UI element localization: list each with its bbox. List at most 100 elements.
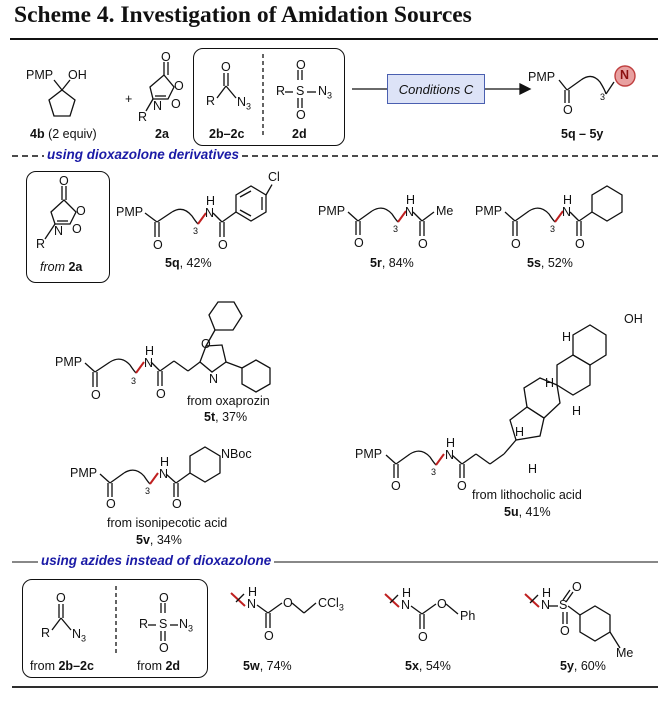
5w-o-carbonyl: O [264,629,274,643]
label-4b-note: (2 equiv) [48,127,97,141]
5r-h: H [406,193,416,207]
az-from-left: from [30,659,55,673]
5y-n: N [541,598,551,612]
5r-id: 5r [370,256,382,270]
box-from-2a: from 2a [40,260,82,274]
5v-pmp: PMP [70,466,98,480]
label-2d: 2d [292,127,307,141]
5s-o-ketone: O [511,237,521,251]
5r-o-amide: O [418,237,428,251]
5q-o-amide: O [218,238,228,252]
azide-box-structures [51,586,178,656]
5x-id: 5x [405,659,419,673]
5u-o-amide: O [457,479,467,493]
atom-pmp-4b: PMP [26,68,54,82]
5q-yield: 42% [186,256,212,270]
atom-o-product: O [563,103,573,117]
5u-h-b: H [545,376,555,390]
az-n3-acyl: N3 [72,627,86,644]
az-o-sulfonyl-top: O [159,591,169,605]
5u-h: H [446,436,456,450]
5v-yield: 34% [156,533,182,547]
n-badge-label: N [620,68,630,82]
5y-yield: 60% [580,659,606,673]
5u-caption: 5u, 41% [504,505,551,519]
5u-id: 5u [504,505,519,519]
az-n3-acyl-sub: 3 [81,633,87,644]
5t-o-amide: O [156,387,166,401]
5t-n-oxazole: N [209,372,219,386]
product-5r-structure [347,207,435,236]
box-from-compound: 2a [68,260,83,274]
5r-me: Me [436,204,454,218]
5u-o-ketone: O [391,479,401,493]
5y-me: Me [616,646,634,660]
5x-h: H [402,586,412,600]
product-5q-structure [144,184,273,237]
az-n3-sulfonyl: N3 [179,617,193,634]
acyl-azide-structure [216,73,237,99]
5u-n: N [445,448,455,462]
5x-n: N [401,598,411,612]
5x-o-carbonyl: O [418,630,428,644]
label-4b: 4b (2 equiv) [30,127,97,141]
atom-n3-sulfonyl-n: N [318,84,328,98]
product-5y-structure [524,589,621,649]
product-5u-structure [385,324,607,478]
5t-pmp: PMP [55,355,83,369]
conditions-box: Conditions C [387,74,485,104]
5t-id: 5t [204,410,216,424]
5u-oh: OH [624,312,643,326]
az-o-sulfonyl-bottom: O [159,641,169,655]
product-5s-structure [504,185,623,236]
5q-h: H [206,194,216,208]
5v-nboc: NBoc [221,447,252,461]
5s-pmp: PMP [475,204,503,218]
label-2a: 2a [155,127,169,141]
5s-o-amide: O [575,237,585,251]
5r-yield: 84% [388,256,414,270]
5v-h: H [160,455,170,469]
5w-ccl3-sub: 3 [338,602,344,613]
atom-s-sulfonyl: S [296,84,305,98]
5t-n: N [144,356,154,370]
atom-n3-sulfonyl-sub: 3 [327,90,333,101]
label-product-range: 5q – 5y [561,127,604,141]
box-atom-o-ring: O [76,204,86,218]
5w-yield: 74% [266,659,292,673]
dioxazolone-box-structure [44,186,77,240]
atom-n3-acyl-n: N [237,95,247,109]
box-atom-o-ring2: O [72,222,82,236]
substrate-4b [48,79,76,117]
5w-ccl3-text: CCl [318,596,339,610]
atom-n3-sulfonyl: N3 [318,84,332,101]
5r-n: N [405,205,415,219]
section-dioxazolone: using dioxazolone derivatives [44,147,243,162]
5x-caption: 5x, 54% [405,659,451,673]
azide-box [22,579,208,678]
atom-o-sulfonyl-top: O [296,58,306,72]
atom-r-acyl: R [206,94,216,108]
5s-caption: 5s, 52% [527,256,573,270]
label-2b-2c: 2b–2c [209,127,245,141]
atom-n3-acyl-sub: 3 [246,101,252,112]
5u-yield: 41% [525,505,551,519]
reaction-arrow [352,82,532,96]
5u-h-e: H [528,462,538,476]
5q-n: N [205,206,215,220]
dioxazolone-box [26,171,110,283]
5x-yield: 54% [425,659,451,673]
5u-source: from lithocholic acid [472,488,582,502]
5u-h-d: H [515,425,525,439]
az-o-acyl: O [56,591,66,605]
5w-h: H [248,585,258,599]
5u-h-a: H [562,330,572,344]
5y-id: 5y [560,659,574,673]
reagent-box [193,48,345,146]
5v-sub3: 3 [145,486,151,496]
subscript-product: 3 [600,92,606,102]
product-5v-structure [99,446,221,497]
az-from-2b2c: from 2b–2c [30,659,94,673]
5x-o-ester: O [437,597,447,611]
